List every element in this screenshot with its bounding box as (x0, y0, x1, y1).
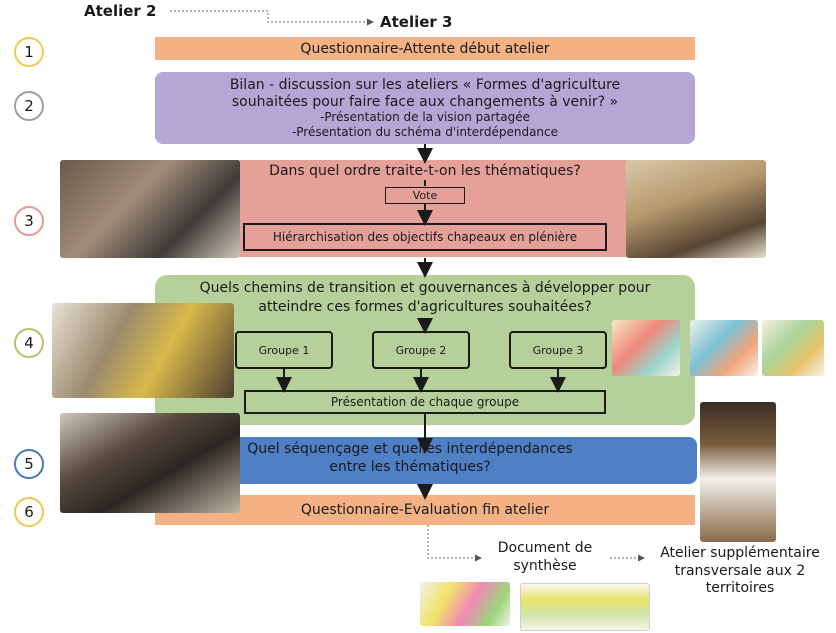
step5-line2: entre les thématiques? (329, 459, 491, 475)
photo-poster-2 (690, 320, 758, 376)
photo-workshop-3-right (626, 160, 766, 258)
atelier2-to-atelier3-arrow (170, 10, 374, 26)
extra-line2: transversale aux 2 (674, 562, 806, 579)
step1-text: Questionnaire-Attente début atelier (300, 40, 550, 57)
step4-line2: atteindre ces formes d'agricultures souh… (258, 299, 592, 315)
step6-text: Questionnaire-Evaluation fin atelier (300, 502, 550, 518)
photo-poster-3 (762, 320, 824, 376)
extra-line1: Atelier supplémentaire (660, 545, 820, 561)
atelier-supplementaire-label: Atelier supplémentaire transversale aux … (645, 545, 835, 598)
doc-line2: synthèse (513, 557, 577, 574)
step-number-5: 5 (14, 449, 44, 479)
hierarchisation-text: Hiérarchisation des objectifs chapeaux e… (272, 230, 578, 244)
step2-line3: -Présentation de la vision partagée (320, 110, 530, 125)
photo-synthesis-document-1 (420, 582, 510, 626)
arrow-step6-to-document (427, 525, 482, 562)
doc-line1: Document de (497, 540, 593, 556)
group3-box: Groupe 3 (509, 331, 607, 369)
photo-workshop-5-left (60, 413, 240, 513)
group1-label: Groupe 1 (258, 343, 310, 357)
step1-band: Questionnaire-Attente début atelier (155, 37, 695, 60)
group1-box: Groupe 1 (235, 331, 333, 369)
step2-line1: Bilan - discussion sur les ateliers « Fo… (229, 76, 621, 93)
step5-band (205, 437, 697, 484)
step-number-3: 3 (14, 206, 44, 236)
step3-title: Dans quel ordre traite-t-on les thématiq… (269, 163, 581, 179)
photo-workshop-4-left (52, 303, 234, 398)
extra-line3: territoires (705, 580, 775, 596)
photo-workshop-3-left (60, 160, 240, 258)
step2-band: Bilan - discussion sur les ateliers « Fo… (155, 72, 695, 144)
step-number-1: 1 (14, 37, 44, 67)
step2-line2: souhaitées pour faire face aux changemen… (231, 93, 619, 110)
atelier2-label: Atelier 2 (84, 2, 157, 20)
step2-line4: -Présentation du schéma d'interdépendanc… (291, 124, 559, 139)
step-number-2: 2 (14, 91, 44, 121)
group2-label: Groupe 2 (395, 343, 447, 357)
step6-band: Questionnaire-Evaluation fin atelier (155, 495, 695, 525)
photo-synthesis-document-2 (520, 583, 650, 631)
atelier3-label: Atelier 3 (380, 13, 453, 31)
step4-line1: Quels chemins de transition et gouvernan… (199, 280, 651, 296)
step-number-6: 6 (14, 497, 44, 527)
presentation-text: Présentation de chaque groupe (330, 395, 520, 409)
vote-box: Vote (385, 187, 465, 204)
vote-text: Vote (412, 189, 438, 202)
photo-poster-1 (612, 320, 680, 376)
photo-wall-cards (700, 402, 776, 542)
step-number-4: 4 (14, 328, 44, 358)
document-synthese-label: Document de synthèse (485, 540, 605, 575)
group3-label: Groupe 3 (532, 343, 584, 357)
step5-line1: Quel séquençage et quelles interdépendan… (247, 441, 573, 457)
